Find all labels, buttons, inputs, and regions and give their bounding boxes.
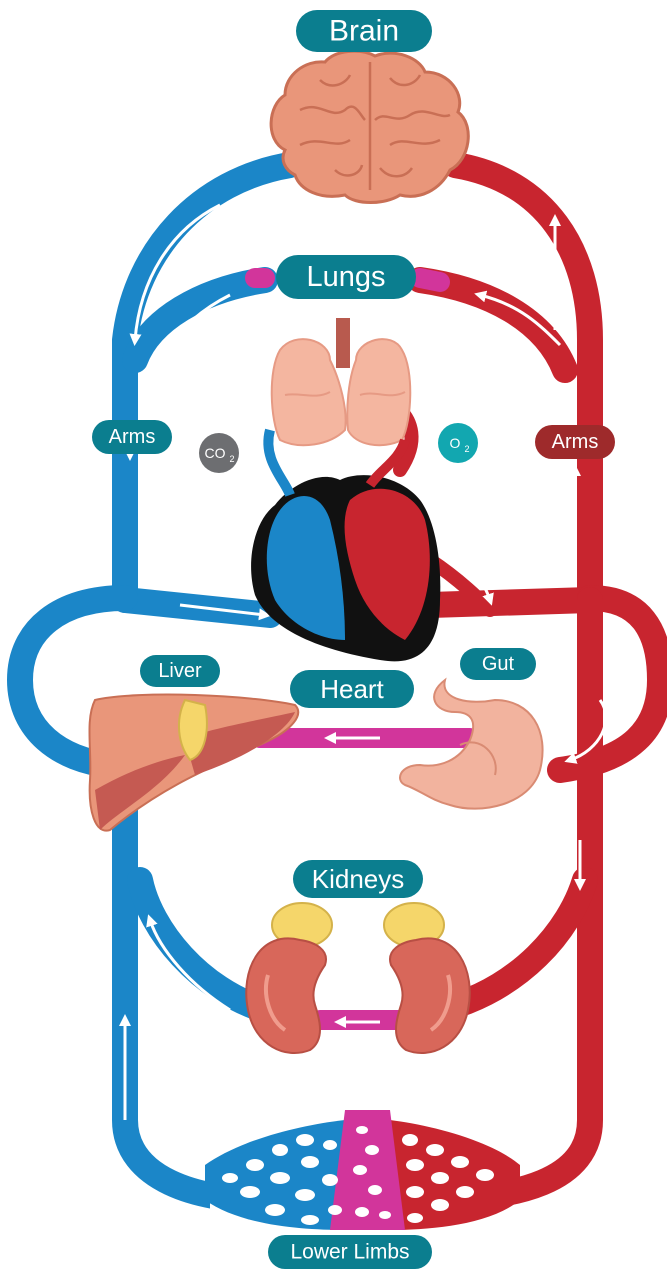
label-co2-text: CO xyxy=(205,445,226,461)
label-brain-text: Brain xyxy=(329,15,399,48)
label-co2-subscript: 2 xyxy=(229,454,234,464)
label-heart: Heart xyxy=(290,670,414,708)
kidneys-illustration xyxy=(246,903,469,1053)
label-o2-text: O xyxy=(450,435,461,451)
brain-illustration xyxy=(271,51,468,202)
label-liver-text: Liver xyxy=(158,660,202,682)
label-arms-left: Arms xyxy=(92,420,172,454)
label-kidneys: Kidneys xyxy=(293,860,423,898)
liver-illustration xyxy=(89,695,298,831)
label-arms-left-text: Arms xyxy=(109,426,156,448)
label-arms-right: Arms xyxy=(535,425,615,459)
label-arms-right-text: Arms xyxy=(552,431,599,453)
label-o2: O 2 xyxy=(438,423,478,463)
label-lower-limbs-text: Lower Limbs xyxy=(290,1241,409,1264)
lungs-illustration xyxy=(272,318,411,445)
label-o2-subscript: 2 xyxy=(464,444,469,454)
label-lungs-text: Lungs xyxy=(306,261,385,293)
lower-limbs-capillary-bed xyxy=(205,1110,520,1236)
label-lower-limbs: Lower Limbs xyxy=(268,1235,432,1269)
label-kidneys-text: Kidneys xyxy=(312,864,405,894)
label-liver: Liver xyxy=(140,655,220,687)
label-co2: CO 2 xyxy=(199,433,239,473)
label-gut: Gut xyxy=(460,648,536,680)
label-lungs: Lungs xyxy=(276,255,416,299)
label-heart-text: Heart xyxy=(320,674,384,704)
heart-illustration xyxy=(251,430,440,661)
label-brain: Brain xyxy=(296,10,432,52)
label-gut-text: Gut xyxy=(482,653,515,675)
